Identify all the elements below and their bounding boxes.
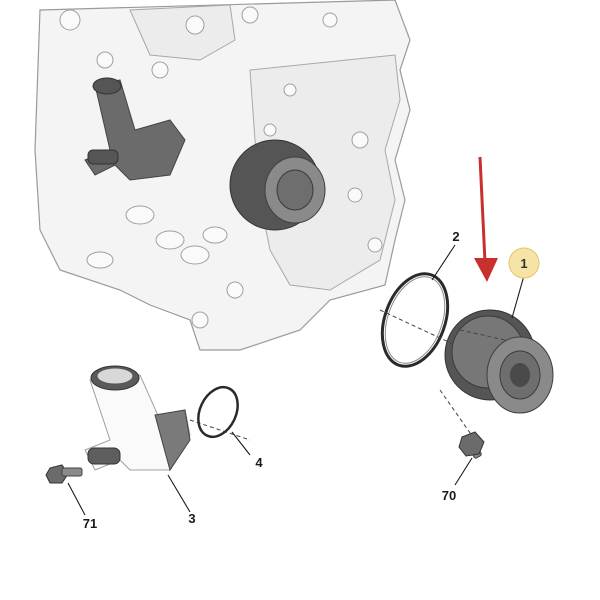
callout-1: 1 — [508, 247, 540, 279]
engine-block — [34, 0, 411, 351]
housing-seal — [197, 385, 239, 439]
leader-lines — [67, 244, 526, 516]
pump-seal — [380, 272, 450, 368]
callout-71-label: 71 — [83, 516, 97, 531]
callout-1-highlight — [508, 247, 540, 279]
installed-thermostat-housing — [84, 77, 186, 181]
callout-4-label: 4 — [255, 455, 263, 470]
callout-1-label: 1 — [520, 256, 527, 271]
housing-bolt — [45, 464, 83, 484]
direction-arrow — [474, 156, 498, 282]
block-studs — [86, 205, 228, 269]
callout-3-label: 3 — [188, 511, 195, 526]
installed-water-pump — [229, 139, 326, 231]
thermostat-housing — [84, 365, 191, 472]
callout-2-label: 2 — [452, 229, 459, 244]
water-pump — [444, 309, 554, 414]
block-bosses — [59, 6, 383, 329]
pump-bolt — [458, 431, 485, 459]
callout-70-label: 70 — [442, 488, 456, 503]
